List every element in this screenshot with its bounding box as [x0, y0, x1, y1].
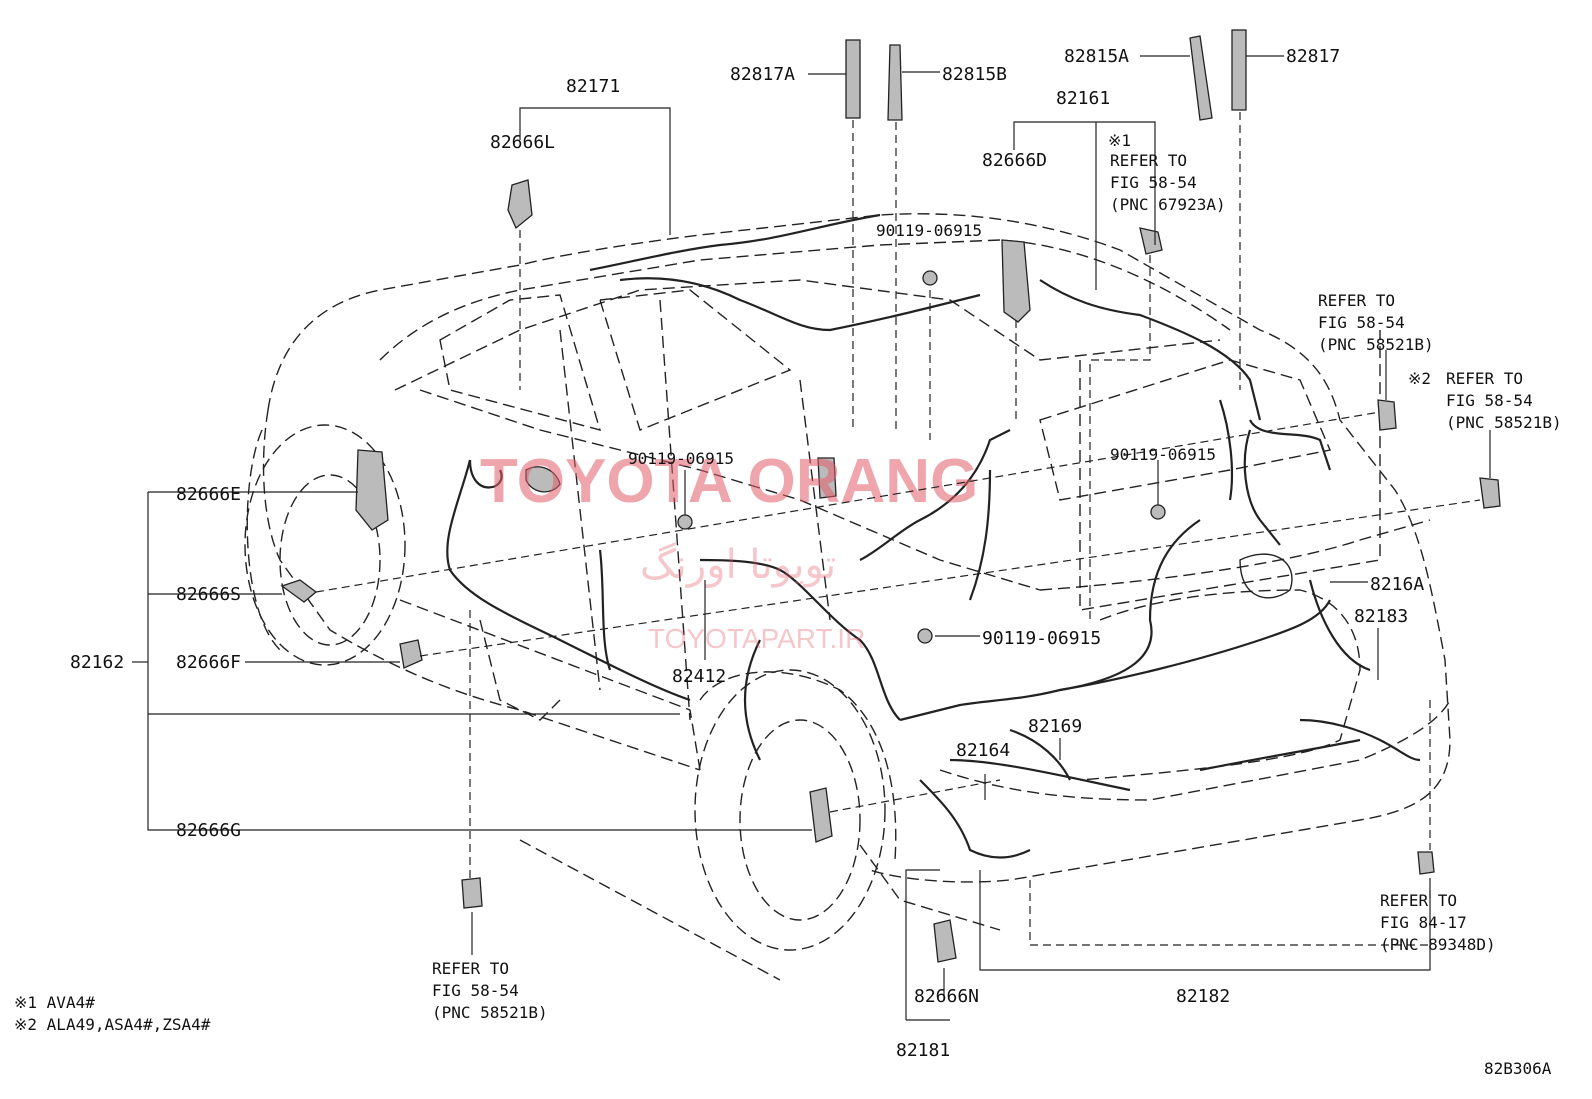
part-82815A	[1189, 35, 1213, 121]
wire-harness	[446, 213, 1421, 859]
label-bolt-1: 90119-06915	[876, 221, 982, 240]
label-82666F: 82666F	[176, 652, 241, 673]
part-labels: 82171 82666L 82817A 82815B 82815A 82817 …	[70, 46, 1424, 1061]
harness-parts	[280, 29, 1501, 963]
part-82666F	[399, 639, 423, 669]
label-82161: 82161	[1056, 88, 1110, 109]
footnotes: ※1 AVA4# ※2 ALA49,ASA4#,ZSA4# 82B306A	[14, 993, 1552, 1078]
bolt-part-2	[677, 514, 693, 530]
reference-notes: ※1 REFER TO FIG 58-54 (PNC 67923A) REFER…	[432, 131, 1562, 1022]
label-82666L: 82666L	[490, 132, 555, 153]
label-82182: 82182	[1176, 986, 1230, 1007]
part-82666L	[507, 179, 533, 230]
label-8216A: 8216A	[1370, 574, 1424, 595]
label-82817: 82817	[1286, 46, 1340, 67]
part-82817A	[845, 39, 861, 119]
ref-right2-line-2: FIG 58-54	[1446, 391, 1533, 410]
part-82815B	[887, 44, 903, 121]
part-82817	[1231, 29, 1247, 111]
bolt-part-1	[922, 270, 938, 286]
part-67923A	[1139, 227, 1163, 255]
label-82183: 82183	[1354, 606, 1408, 627]
label-bolt-4: 90119-06915	[982, 628, 1101, 649]
part-82666N	[933, 919, 957, 963]
figure-code: 82B306A	[1484, 1059, 1552, 1078]
label-82666S: 82666S	[176, 584, 241, 605]
ref-top-line-3: (PNC 67923A)	[1110, 195, 1226, 214]
part-58521B-upper	[1377, 399, 1397, 431]
label-bolt-3: 90119-06915	[1110, 445, 1216, 464]
label-82164: 82164	[956, 740, 1010, 761]
label-bolt-2: 90119-06915	[628, 449, 734, 468]
bolt-part-3	[1150, 504, 1166, 520]
watermark: TOYOTA ORANG تویوتا اورنگ TOYOTAPART.IR	[480, 447, 978, 654]
vehicle-body-outline	[262, 213, 1451, 981]
ref-right2-line-3: (PNC 58521B)	[1446, 413, 1562, 432]
part-82666G	[809, 787, 833, 843]
label-82817A: 82817A	[730, 64, 795, 85]
label-82815B: 82815B	[942, 64, 1007, 85]
label-82666E: 82666E	[176, 484, 241, 505]
part-82666S	[280, 579, 318, 603]
door-speaker	[525, 466, 561, 493]
ref-right1-line-3: (PNC 58521B)	[1318, 335, 1434, 354]
ref-right1-line-1: REFER TO	[1318, 291, 1395, 310]
ref-right2-line-1: REFER TO	[1446, 369, 1523, 388]
ref-bottom-right-line-3: (PNC 89348D)	[1380, 935, 1496, 954]
part-82666D	[1001, 239, 1031, 323]
rear-wheel	[694, 669, 897, 951]
part-58521B-lower	[461, 877, 483, 909]
ref-bottom-right-line-1: REFER TO	[1380, 891, 1457, 910]
label-82666G: 82666G	[176, 820, 241, 841]
part-89348D	[1417, 851, 1435, 875]
label-82162: 82162	[70, 652, 124, 673]
front-wheel	[244, 424, 406, 666]
part-82666E	[355, 449, 389, 531]
label-82666N: 82666N	[914, 986, 979, 1007]
label-82169: 82169	[1028, 716, 1082, 737]
ref-top-line-1: REFER TO	[1110, 151, 1187, 170]
label-82815A: 82815A	[1064, 46, 1129, 67]
ref-bottom-left-line-3: (PNC 58521B)	[432, 1003, 548, 1022]
ref-bottom-left-line-1: REFER TO	[432, 959, 509, 978]
ref-right1-line-2: FIG 58-54	[1318, 313, 1405, 332]
label-82412: 82412	[672, 666, 726, 687]
footnote-2: ※2 ALA49,ASA4#,ZSA4#	[14, 1015, 211, 1034]
bolt-part-4	[917, 628, 933, 644]
watermark-site: TOYOTAPART.IR	[648, 623, 865, 654]
center-connector	[817, 457, 837, 499]
label-82181: 82181	[896, 1040, 950, 1061]
leader-lines	[132, 55, 1491, 1021]
ref-bottom-right-line-2: FIG 84-17	[1380, 913, 1467, 932]
ref-top-line-2: FIG 58-54	[1110, 173, 1197, 192]
label-82666D: 82666D	[982, 150, 1047, 171]
label-82171: 82171	[566, 76, 620, 97]
watermark-main: TOYOTA ORANG	[480, 447, 978, 516]
watermark-persian: تویوتا اورنگ	[640, 542, 836, 588]
ref-right2-mark: ※2	[1408, 369, 1431, 388]
part-58521B-right	[1479, 477, 1501, 509]
footnote-1: ※1 AVA4#	[14, 993, 95, 1012]
ref-bottom-left-line-2: FIG 58-54	[432, 981, 519, 1000]
ref-top-mark: ※1	[1108, 131, 1131, 150]
